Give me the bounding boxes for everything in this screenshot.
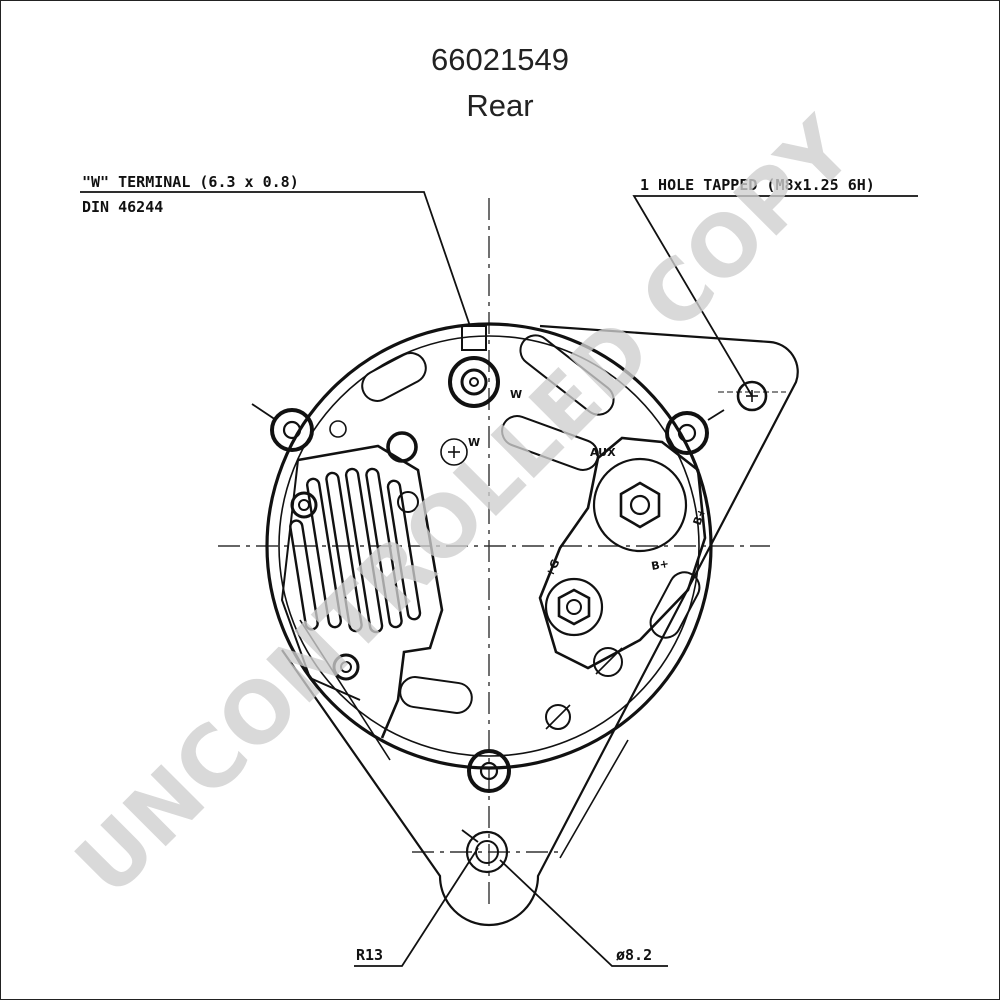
w-terminal-boss	[448, 356, 500, 408]
rectifier-assembly	[538, 436, 707, 730]
w-terminal-stud	[469, 377, 479, 387]
housing	[265, 322, 799, 927]
tapped-hole	[718, 380, 786, 412]
lug-edge-line	[299, 619, 391, 761]
fin	[386, 479, 422, 621]
centerlines	[218, 198, 770, 905]
vent-slot	[399, 676, 473, 714]
aux-label: AUX	[590, 446, 616, 459]
bolt-left-center	[282, 420, 302, 440]
w-test-label: W	[468, 436, 480, 449]
w-terminal-leader	[80, 191, 471, 327]
housing-inner-circle	[278, 335, 700, 757]
bolt-bottom-center	[479, 761, 499, 781]
uncontrolled-copy-watermark: UNCONTROLLED COPY	[57, 99, 872, 914]
fin	[365, 467, 403, 629]
bolt-right-leader	[707, 409, 725, 421]
leader-lines	[80, 191, 918, 967]
bolt-bottom	[467, 749, 511, 793]
w-terminal-callout: "W" TERMINAL (6.3 x 0.8)	[82, 173, 299, 191]
tapped-hole-circle	[736, 380, 768, 412]
b-plus-label-right: B+	[691, 506, 709, 527]
small-hole	[329, 420, 347, 438]
part-number-title: 66021549	[431, 42, 569, 77]
regulator-screw	[290, 491, 318, 519]
regulator-fins	[289, 467, 422, 634]
lug-edge-line-right	[559, 739, 629, 859]
w-terminal	[440, 325, 500, 466]
g-terminal-nut	[557, 588, 591, 626]
w-test-point	[440, 438, 468, 466]
g-terminal-boss	[544, 577, 604, 637]
housing-bolts	[270, 408, 709, 793]
small-hole	[397, 491, 419, 513]
fin	[306, 477, 342, 629]
vent-slot	[649, 571, 701, 639]
regulator-screw	[332, 653, 360, 681]
housing-rivet-hatch	[545, 704, 571, 730]
view-label: Rear	[466, 88, 534, 123]
w-terminal-tab	[461, 325, 487, 351]
rectifier-plate	[538, 436, 707, 670]
plus-g-label: +G	[543, 557, 562, 579]
diameter-leader	[499, 859, 668, 967]
regulator-outline	[297, 444, 444, 739]
bolt-right-center	[677, 423, 697, 443]
fin	[289, 519, 319, 631]
mounting-hole-outer	[465, 830, 509, 874]
rectifier-rivet	[593, 647, 623, 677]
hole-leader	[461, 829, 479, 843]
tapped-hole-callout: 1 HOLE TAPPED (M8x1.25 6H)	[640, 176, 875, 194]
fin	[344, 467, 384, 634]
g-terminal-stud	[566, 599, 582, 615]
housing-rivet	[545, 704, 571, 730]
bolt-left	[270, 408, 314, 452]
vent-slot	[361, 352, 427, 402]
small-stud	[386, 431, 418, 463]
b-plus-boss	[592, 457, 688, 553]
rectifier-rivet-hatch	[595, 647, 623, 675]
din-standard-callout: DIN 46244	[82, 198, 163, 216]
bolt-left-leader	[251, 403, 277, 421]
b-plus-stud	[629, 494, 651, 516]
regulator-screw-center	[340, 661, 352, 673]
w-terminal-label: W	[510, 388, 522, 401]
b-plus-label-lower: B+	[650, 557, 670, 573]
radius-leader	[354, 847, 479, 967]
tapped-hole-leader	[632, 195, 918, 397]
diameter-callout: ø8.2	[616, 946, 652, 964]
b-plus-nut	[619, 481, 661, 529]
vent-slot	[519, 334, 615, 416]
w-terminal-nut	[460, 368, 488, 396]
mounting-lug-outline	[281, 324, 799, 927]
fin	[325, 471, 363, 633]
regulator-screw-center	[298, 499, 310, 511]
radius-callout: R13	[356, 946, 383, 964]
bolt-right	[665, 411, 709, 455]
regulator	[280, 444, 444, 739]
